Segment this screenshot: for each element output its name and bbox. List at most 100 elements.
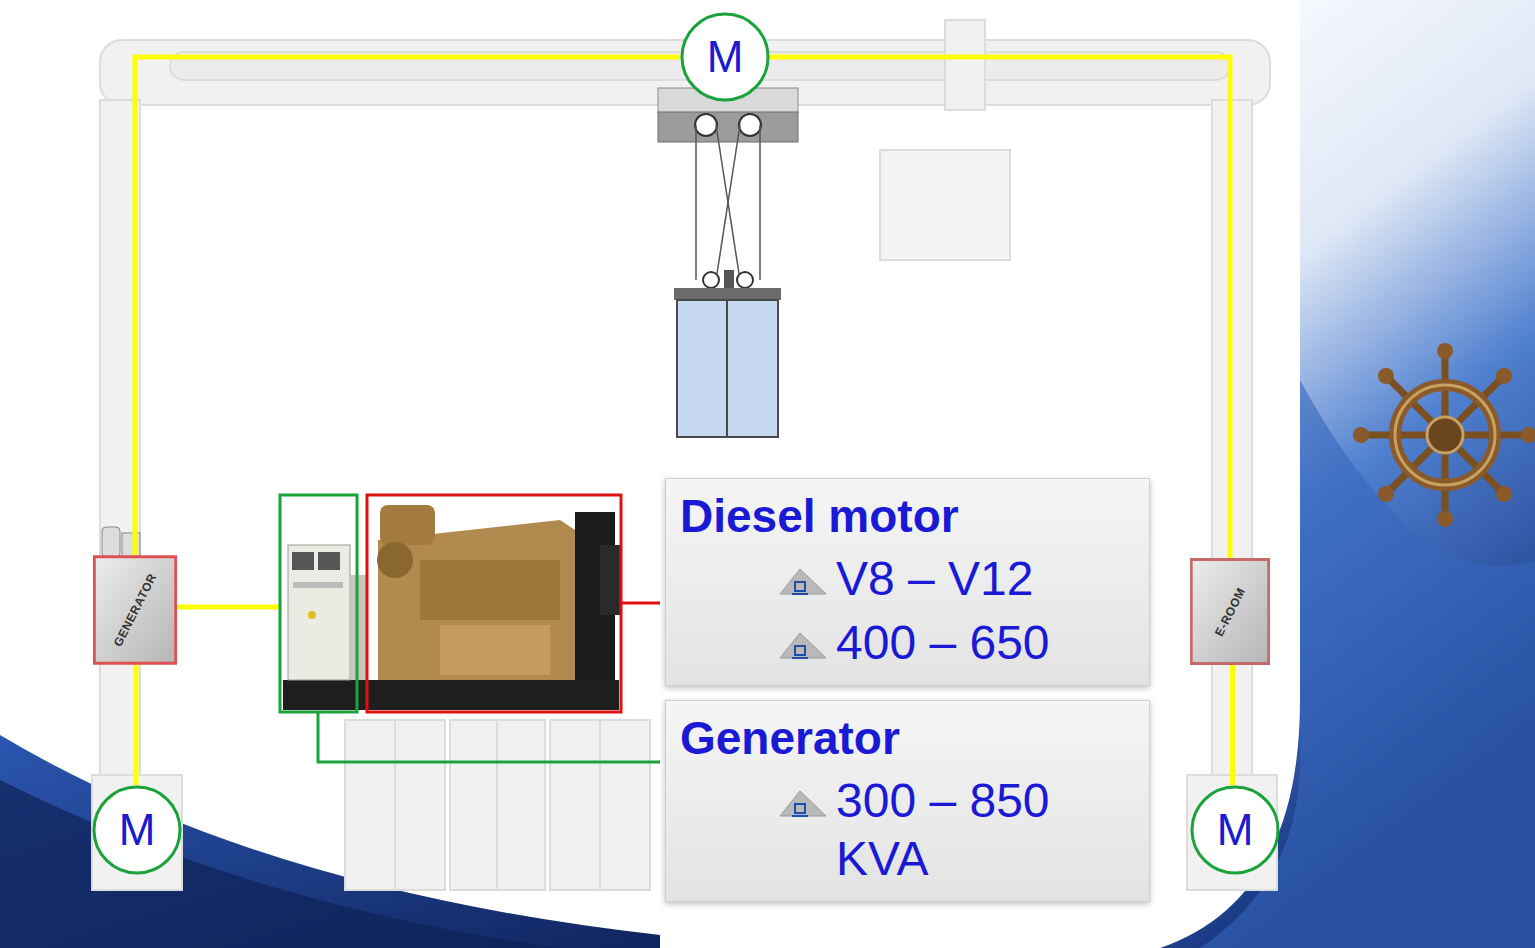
yellow-feed-wire-part xyxy=(177,605,282,610)
picture-frames-part xyxy=(280,495,357,712)
bullet-icon xyxy=(795,582,805,591)
trolley-hoist-part xyxy=(703,272,719,288)
bullet-icon xyxy=(776,630,830,662)
motor-circle: M xyxy=(680,12,770,102)
ship-wheel-part xyxy=(1395,385,1495,485)
equipment-outline xyxy=(1191,560,1269,664)
ship-wheel-part xyxy=(1395,385,1495,485)
trolley-hoist-part xyxy=(677,300,778,437)
trolley-hoist-part-part xyxy=(716,125,740,280)
trolley-hoist-part xyxy=(674,288,781,300)
power-cable xyxy=(134,665,139,785)
background-part xyxy=(1160,0,1535,948)
genset-picture xyxy=(283,505,620,710)
spec-value: 300 – 850 KVA xyxy=(836,772,1106,887)
ship-wheel-part-part xyxy=(1353,427,1369,443)
genset-picture-part xyxy=(288,545,350,680)
leader-lines-part xyxy=(318,712,660,762)
power-cable xyxy=(135,57,680,555)
callout-box: Generator 300 – 850 KVA xyxy=(665,700,1150,902)
ghost-crane-part xyxy=(100,100,140,780)
callout-part: Diesel motor xyxy=(680,489,1135,544)
genset-picture-part xyxy=(293,582,343,588)
ship-wheel-part-part xyxy=(1437,511,1453,527)
ghost-crane-part xyxy=(92,775,182,890)
generator-exhaust-part xyxy=(102,527,120,557)
trolley-hoist-part-part xyxy=(759,125,761,280)
ship-wheel-part-part xyxy=(1521,427,1535,443)
ghost-crane-part xyxy=(880,150,1010,260)
motor-circle: M xyxy=(92,785,182,875)
ship-wheel-part-part xyxy=(1378,368,1394,384)
genset-picture-part xyxy=(283,680,619,710)
ship-wheel-part xyxy=(1363,353,1527,517)
bullet-icon xyxy=(792,657,808,659)
ghost-crane-part xyxy=(550,720,650,890)
ship-wheel-part-part xyxy=(1387,377,1503,493)
trolley-hoist-part xyxy=(658,112,798,142)
ship-wheel-part-part xyxy=(1496,486,1512,502)
trolley-hoist-part xyxy=(739,114,761,136)
circle-outline xyxy=(94,787,180,873)
circle-outline xyxy=(1192,787,1278,873)
bullet-row: V8 – V12 xyxy=(776,550,1135,608)
genset-picture-part xyxy=(308,611,316,619)
motor-label: M xyxy=(707,35,744,79)
callout-heading: Diesel motor xyxy=(680,489,1135,544)
ship-wheel-part xyxy=(1427,417,1463,453)
bullet-icon xyxy=(776,788,830,820)
trolley-hoist-part xyxy=(695,114,717,136)
bullet-row: 300 – 850 KVA xyxy=(776,772,1135,887)
bullet-icon xyxy=(792,815,808,817)
bullet-icon xyxy=(792,593,808,595)
equipment-box: GENERATOR xyxy=(93,555,177,665)
bullet-icon xyxy=(795,646,805,655)
yellow-feed-wire xyxy=(177,605,282,610)
genset-picture-part xyxy=(350,575,368,680)
callout-part: Generator xyxy=(680,711,1135,766)
ghost-crane-part xyxy=(1212,100,1252,780)
trolley-hoist-part xyxy=(724,270,734,290)
trolley-hoist-part xyxy=(737,272,753,288)
picture-frames xyxy=(280,495,621,712)
bullet-icon xyxy=(780,791,826,816)
bullet-icon xyxy=(780,569,826,594)
picture-frames-part xyxy=(367,495,621,712)
ghost-crane-part xyxy=(1187,775,1277,890)
generator-exhaust-part xyxy=(122,533,140,557)
genset-picture-part xyxy=(420,560,560,620)
circle-outline xyxy=(682,14,768,100)
ship-wheel-part-part xyxy=(1496,368,1512,384)
bullet-icon xyxy=(780,633,826,658)
motor-label: M xyxy=(1217,808,1254,852)
bullet-icon xyxy=(795,804,805,813)
ghost-crane-part xyxy=(394,720,396,890)
callout-part: V8 – V12 xyxy=(680,550,1135,608)
ghost-crane-part xyxy=(496,720,498,890)
ghost-crane-part xyxy=(345,720,445,890)
ship-wheel-part xyxy=(1353,343,1535,527)
trolley-hoist-part-part xyxy=(716,125,740,280)
trolley-hoist-part xyxy=(726,300,728,437)
trolley-hoist xyxy=(658,88,798,437)
leader-lines-part xyxy=(621,602,660,605)
genset-picture-part xyxy=(600,545,620,615)
ship-wheel-part-part xyxy=(1437,343,1453,359)
genset-picture-part xyxy=(318,552,340,570)
callout-part: 300 – 850 KVA xyxy=(680,772,1135,887)
bullet-icon xyxy=(776,566,830,598)
genset-picture-part xyxy=(292,552,314,570)
ghost-crane-part xyxy=(599,720,601,890)
bullet-row: 400 – 650 xyxy=(776,614,1135,672)
ghost-crane-part xyxy=(450,720,545,890)
ship-wheel-part-part xyxy=(1387,377,1503,493)
callout-heading: Generator xyxy=(680,711,1135,766)
spec-value: V8 – V12 xyxy=(836,550,1033,608)
callout-box: Diesel motor V8 – V12 400 – 650 xyxy=(665,478,1150,686)
genset-picture-part xyxy=(377,542,413,578)
callout-part: 400 – 650 xyxy=(680,614,1135,672)
ghost-crane-part xyxy=(945,20,985,110)
spec-value: 400 – 650 xyxy=(836,614,1050,672)
